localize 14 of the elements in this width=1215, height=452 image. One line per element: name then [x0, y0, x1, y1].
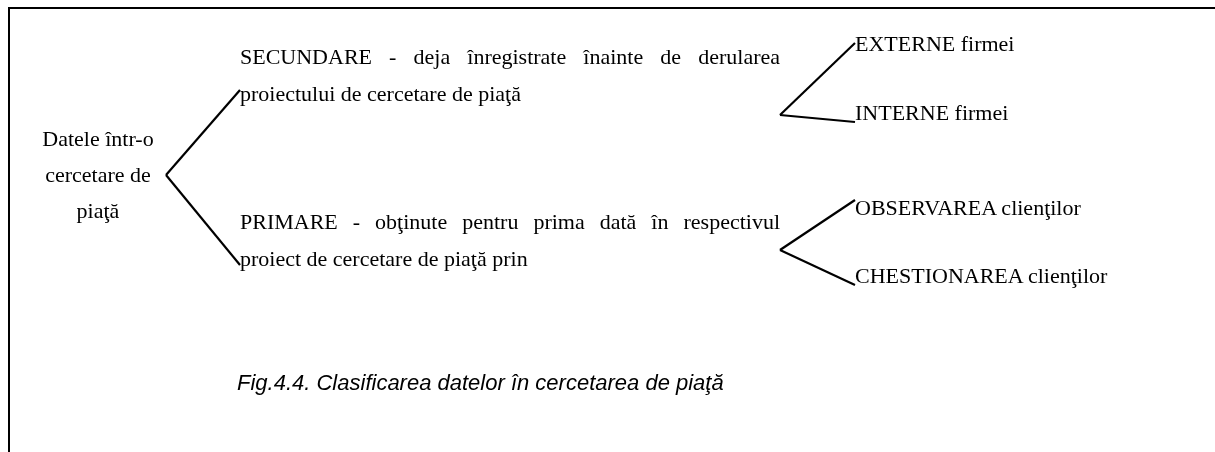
- node-text: EXTERNE firmei: [855, 30, 1016, 58]
- figure-caption: Fig.4.4. Clasificarea datelor în cercetarea de piaţă: [237, 370, 724, 396]
- node-text: Datele într-o cercetare de piaţă: [41, 125, 155, 225]
- bracket-line: [779, 113, 856, 124]
- bracket-line: [779, 249, 856, 286]
- bracket-line: [165, 174, 241, 266]
- bracket-line: [165, 89, 241, 176]
- node-text: INTERNE firmei: [855, 99, 1010, 127]
- node-text: SECUNDARE - deja înregistrate înainte de derularea proiectului de cercetare de piaţă: [240, 43, 780, 108]
- bracket-line: [779, 42, 856, 116]
- bracket-line: [779, 199, 856, 251]
- node-text: PRIMARE - obţinute pentru prima dată în respectivul proiect de cercetare de piaţă prin: [240, 208, 780, 273]
- node-text: OBSERVAREA clienţilor: [855, 194, 1082, 222]
- node-text: CHESTIONAREA clienţilor: [855, 262, 1109, 290]
